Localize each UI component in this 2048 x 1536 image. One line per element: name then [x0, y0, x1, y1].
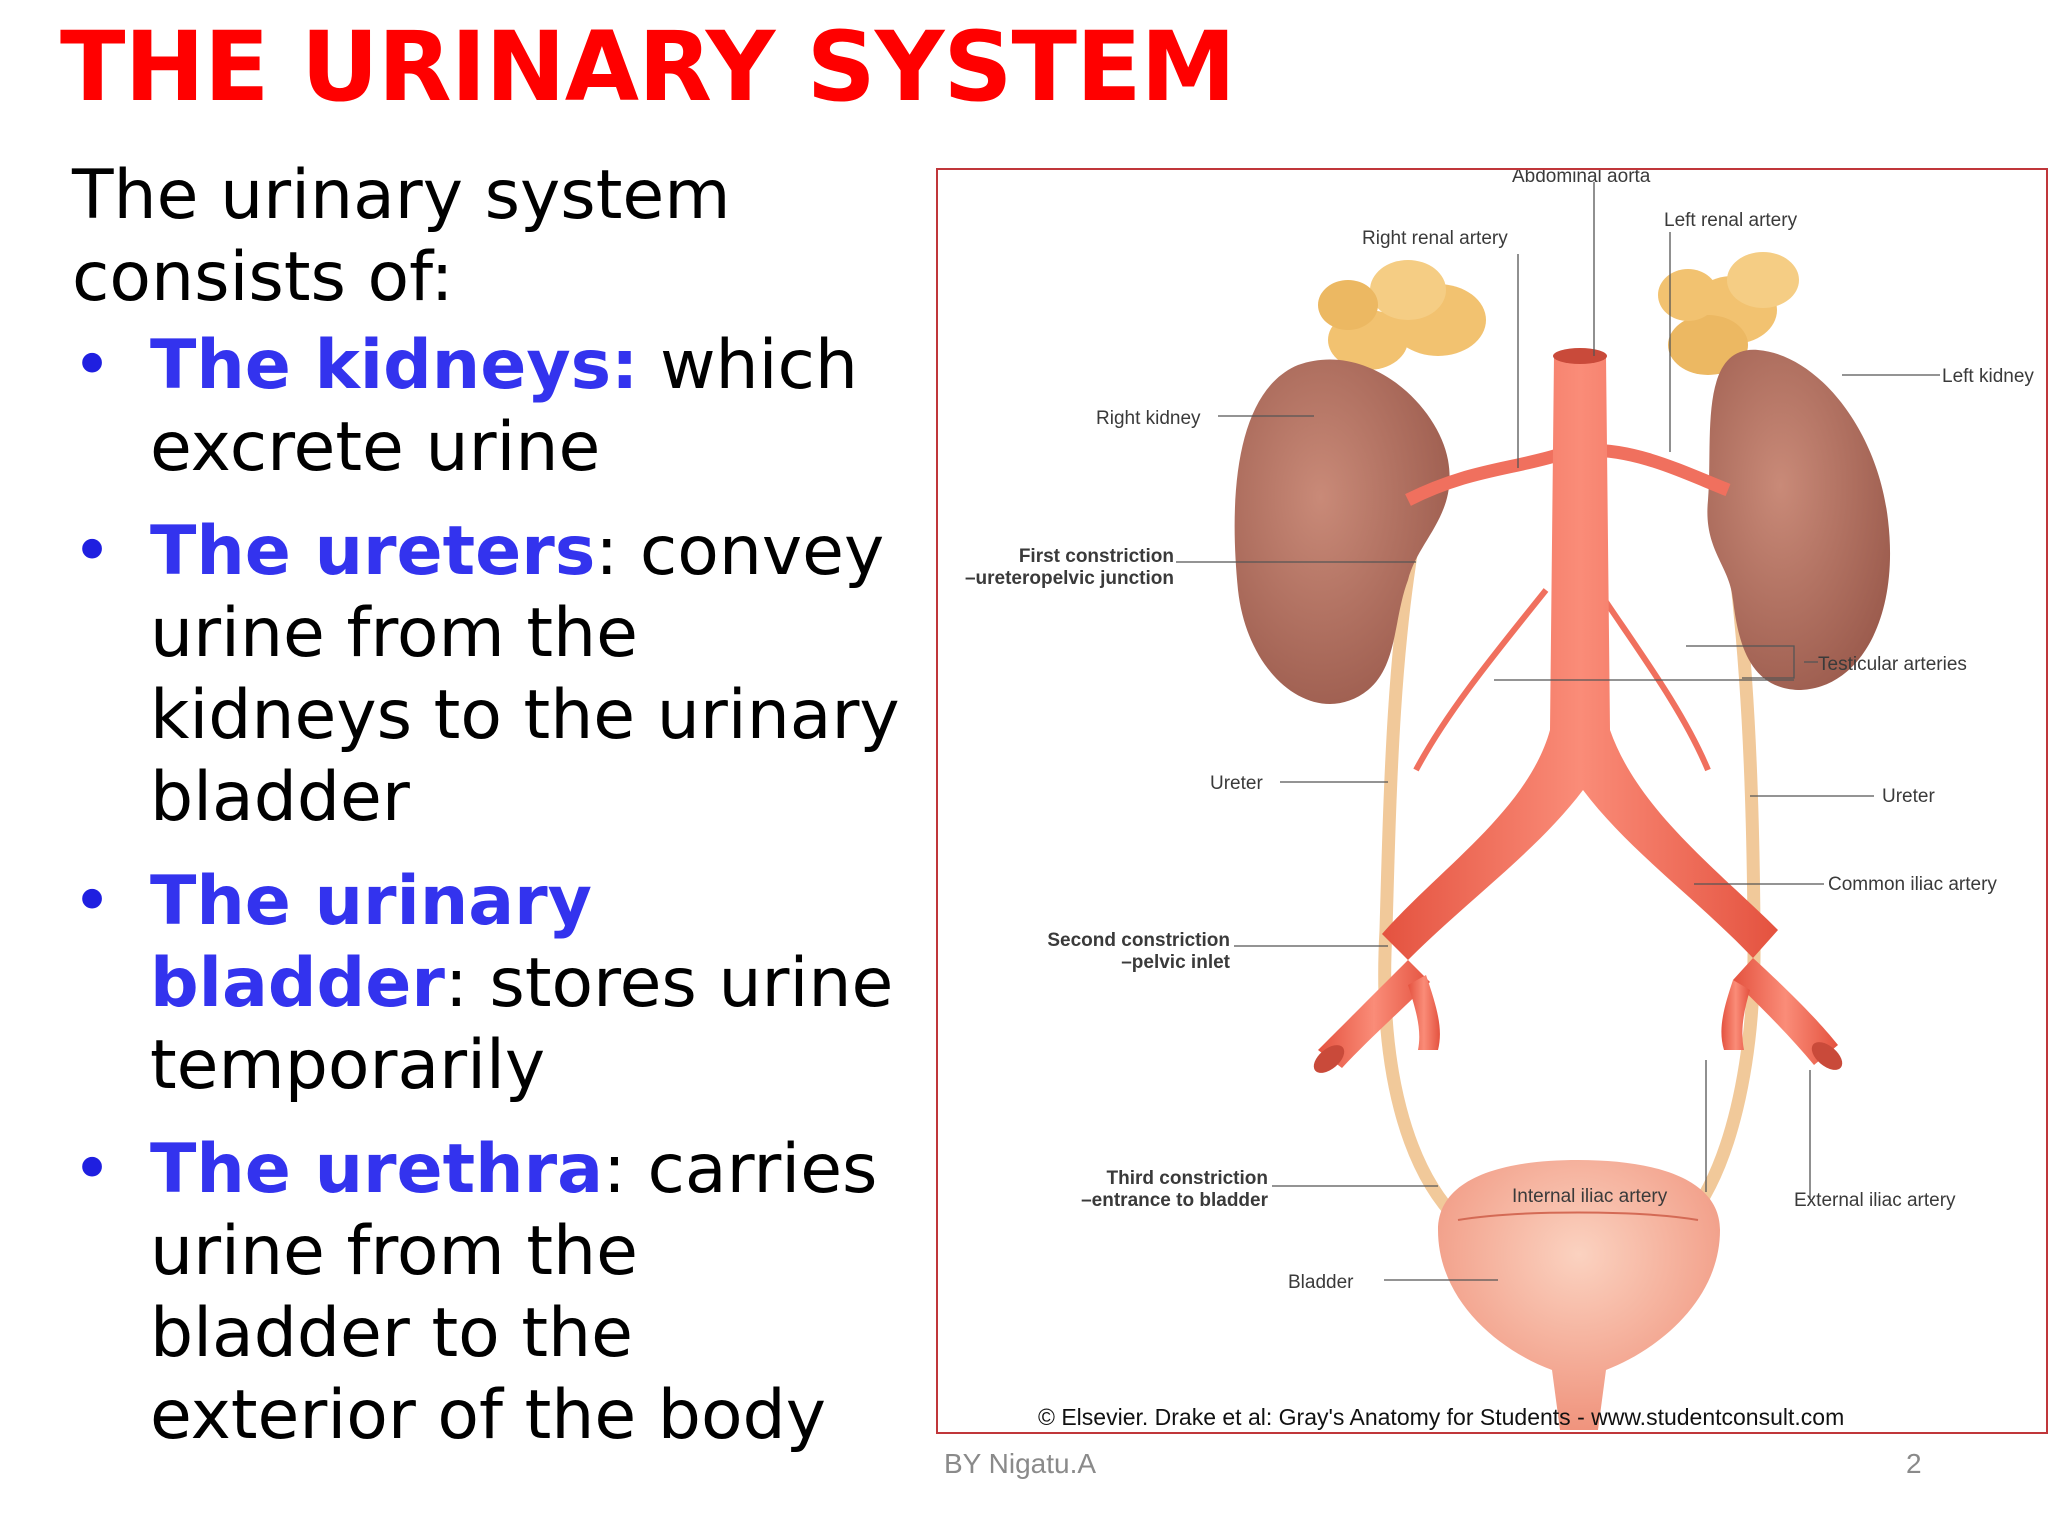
label-second-constriction-detail: –pelvic inlet — [1121, 952, 1230, 973]
label-first-constriction: First constriction — [1019, 546, 1174, 567]
bullet-ureters: • The ureters: convey urine from the kid… — [72, 511, 912, 839]
label-left-kidney: Left kidney — [1942, 366, 2034, 387]
footer-author: BY Nigatu.A — [944, 1448, 1097, 1479]
label-bladder: Bladder — [1288, 1272, 1354, 1293]
right-external-iliac-shape — [1318, 960, 1430, 1068]
bullet-dot: • — [72, 512, 113, 591]
bladder-shape — [1438, 1160, 1720, 1430]
label-left-renal-artery: Left renal artery — [1664, 210, 1798, 231]
label-third-constriction-detail: –entrance to bladder — [1081, 1190, 1268, 1211]
page-number: 2 — [1906, 1448, 1922, 1479]
label-second-constriction: Second constriction — [1047, 930, 1230, 951]
bullet-description: : convey urine from the kidneys to the u… — [150, 512, 900, 837]
label-right-renal-artery: Right renal artery — [1362, 228, 1508, 249]
label-abdominal-aorta: Abdominal aorta — [1512, 170, 1651, 187]
urinary-system-illustration: Abdominal aorta Left renal artery Right … — [965, 170, 2034, 1430]
figure-credit: © Elsevier. Drake et al: Gray's Anatomy … — [1038, 1404, 1844, 1430]
abdominal-aorta-shape — [1382, 355, 1778, 960]
label-ureter-left: Ureter — [1882, 786, 1935, 807]
label-internal-iliac-artery: Internal iliac artery — [1512, 1186, 1668, 1207]
bullet-urinary-bladder: • The urinary bladder: stores urine temp… — [72, 861, 912, 1107]
leader-testicular-arteries — [1686, 645, 1795, 679]
label-right-kidney: Right kidney — [1096, 408, 1201, 429]
bullet-list: • The kidneys: which excrete urine • The… — [72, 325, 912, 1457]
bullet-term: The urinary bladder — [150, 862, 592, 1023]
label-ureter-right: Ureter — [1210, 773, 1263, 794]
label-third-constriction: Third constriction — [1107, 1168, 1269, 1189]
body-text: The urinary system consists of: • The ki… — [72, 155, 912, 1479]
bullet-dot: • — [72, 326, 113, 405]
intro-text: The urinary system consists of: — [72, 156, 731, 317]
bullet-term: The urethra — [150, 1130, 603, 1209]
label-first-constriction-detail: –ureteropelvic junction — [965, 568, 1174, 589]
right-kidney-shape — [1234, 359, 1450, 704]
right-internal-iliac-shape — [1408, 975, 1440, 1050]
right-ureter — [1378, 523, 1463, 1225]
bullet-kidneys: • The kidneys: which excrete urine — [72, 325, 912, 489]
bullet-dot: • — [72, 862, 113, 941]
bullet-urethra: • The urethra: carries urine from the bl… — [72, 1129, 912, 1457]
bullet-term: The ureters — [150, 512, 596, 591]
label-testicular-arteries: Testicular arteries — [1818, 654, 1967, 675]
right-renal-artery-shape — [1405, 448, 1560, 506]
slide-title: THE URINARY SYSTEM — [60, 11, 1236, 123]
bullet-term: The kidneys: — [150, 326, 639, 405]
label-common-iliac-artery: Common iliac artery — [1828, 874, 1997, 895]
left-kidney-shape — [1707, 349, 1891, 690]
bullet-description: : stores urine temporarily — [150, 944, 894, 1105]
anatomy-figure: Abdominal aorta Left renal artery Right … — [936, 168, 2048, 1434]
bullet-description: which excrete urine — [150, 326, 859, 487]
label-external-iliac-artery: External iliac artery — [1794, 1190, 1956, 1211]
left-internal-iliac-shape — [1721, 980, 1750, 1050]
right-testicular-artery — [1413, 588, 1549, 772]
bullet-description: : carries urine from the bladder to the … — [150, 1130, 878, 1455]
bullet-dot: • — [72, 1130, 113, 1209]
left-adrenal-gland — [1658, 252, 1799, 375]
left-external-iliac-shape — [1733, 958, 1838, 1065]
right-adrenal-gland — [1318, 260, 1486, 370]
left-renal-artery-shape — [1587, 443, 1731, 497]
